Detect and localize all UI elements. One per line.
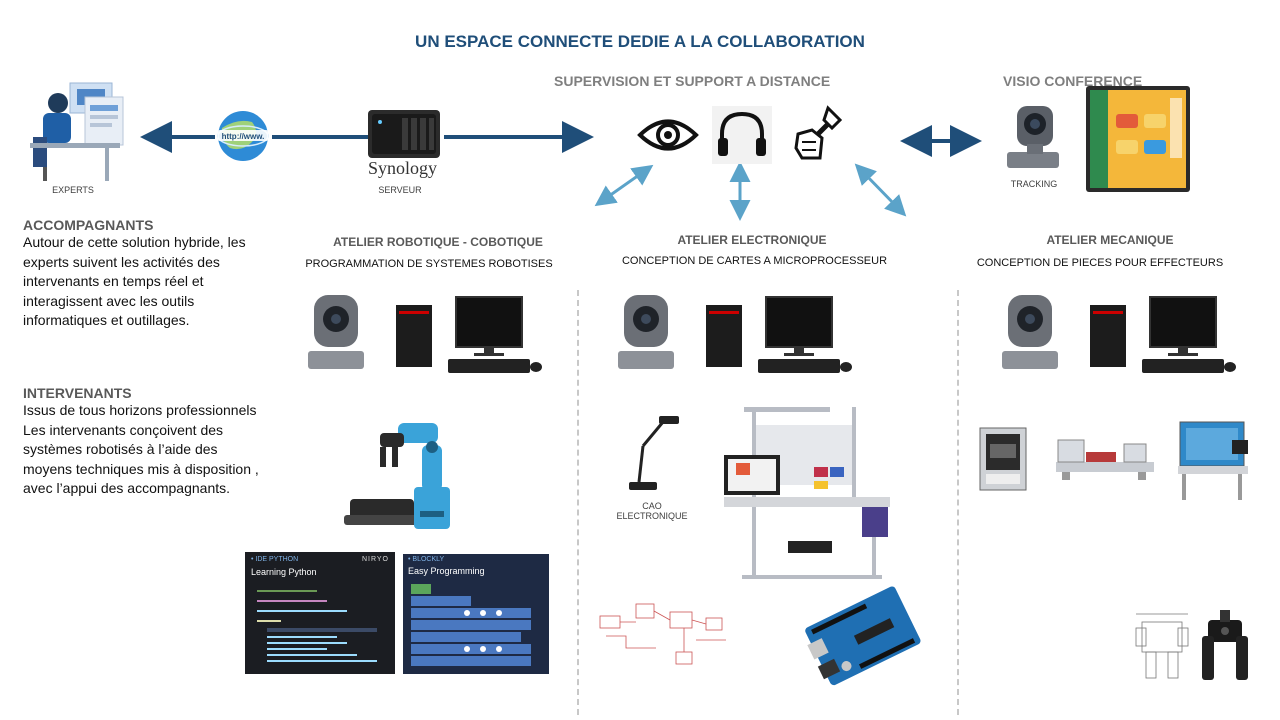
workstation-electronique: [618, 295, 852, 373]
3d-printer-illustration: [979, 427, 1027, 491]
visio-title: VISIO CONFERENCE: [1003, 73, 1143, 89]
workstation-robotique: [308, 295, 542, 373]
cao-label-1: CAO: [642, 501, 662, 511]
wrench-hand-icon: [794, 105, 843, 160]
text-line: moyens techniques mis à disposition ,: [23, 460, 259, 477]
server-brand: Synology: [368, 158, 438, 178]
text-line: avec l’appui des accompagnants.: [23, 480, 231, 496]
atelier-mecanique-subtitle: CONCEPTION DE PIECES POUR EFFECTEURS: [976, 257, 1224, 269]
text-line: informatiques et outillages.: [23, 312, 190, 328]
arrow-robotique: [594, 164, 654, 207]
text-line: systèmes robotisés à l’aide des: [23, 441, 218, 457]
python-ide-screen: • IDE PYTHON NIRYO Learning Python: [245, 552, 395, 674]
text-line: experts suivent les activités des: [23, 253, 220, 270]
experts-illustration: [30, 82, 124, 181]
robot-arm-illustration: [344, 423, 450, 529]
text-line: Les intervenants conçoivent des: [23, 421, 224, 438]
experts-label: EXPERTS: [52, 185, 94, 195]
blockly-screen: • BLOCKLY Easy Programming: [403, 554, 549, 674]
cao-label-2: ELECTRONIQUE: [616, 511, 688, 521]
atelier-robotique-title: ATELIER ROBOTIQUE - COBOTIQUE: [333, 235, 543, 249]
document-camera-illustration: [629, 416, 679, 490]
niryo-brand: NIRYO: [361, 556, 389, 563]
blockly-tag: • BLOCKLY: [408, 556, 445, 563]
text-line: Autour de cette solution hybride, les: [23, 234, 246, 250]
arrow-mecanique: [854, 163, 907, 217]
interactive-screen: [1086, 86, 1190, 192]
tracking-label: TRACKING: [1010, 179, 1058, 189]
blockly-title: Easy Programming: [408, 566, 485, 576]
server-label: SERVEUR: [378, 185, 422, 195]
workstation-mecanique: [1002, 295, 1236, 373]
globe-icon: http://www.: [217, 111, 269, 161]
text-line: Issus de tous horizons professionnels: [23, 402, 257, 418]
electronics-workbench-illustration: [724, 407, 890, 579]
atelier-mecanique-title: ATELIER MECANIQUE: [1046, 233, 1174, 247]
separator: [577, 290, 579, 715]
code-lines: [257, 590, 377, 662]
text-line: intervenants en temps réel et: [23, 273, 204, 289]
arduino-board-illustration: [805, 586, 921, 686]
tracking-camera-icon: [1007, 106, 1059, 168]
python-title: Learning Python: [251, 567, 317, 577]
gripper-3d: [1202, 610, 1248, 680]
accompagnants-heading: ACCOMPAGNANTS: [23, 217, 154, 233]
atelier-electronique-subtitle: CONCEPTION DE CARTES A MICROPROCESSEUR: [621, 255, 888, 267]
accompagnants-text: Autour de cette solution hybride, les ex…: [23, 233, 298, 331]
separator: [957, 290, 959, 715]
server-icon: [368, 110, 440, 158]
intervenants-heading: INTERVENANTS: [23, 385, 132, 401]
atelier-electronique-title: ATELIER ELECTRONIQUE: [677, 233, 827, 247]
supervision-title: SUPERVISION ET SUPPORT A DISTANCE: [554, 73, 831, 89]
lathe-illustration: [1056, 439, 1154, 480]
web-label: http://www.: [222, 132, 265, 141]
page-title: UN ESPACE CONNECTE DEDIE A LA COLLABORAT…: [415, 32, 865, 51]
intervenants-text: Issus de tous horizons professionnels Le…: [23, 401, 298, 499]
headphones-icon: [712, 106, 772, 164]
eye-icon: [637, 119, 699, 151]
text-line: interagissent avec les outils: [23, 292, 195, 309]
atelier-robotique-subtitle: PROGRAMMATION DE SYSTEMES ROBOTISES: [305, 258, 553, 270]
python-tag: • IDE PYTHON: [251, 556, 299, 563]
gripper-drawing: [1135, 613, 1189, 679]
blockly-blocks: [411, 584, 531, 666]
laser-cutter-illustration: [1178, 421, 1248, 500]
schematic-illustration: [599, 603, 726, 665]
